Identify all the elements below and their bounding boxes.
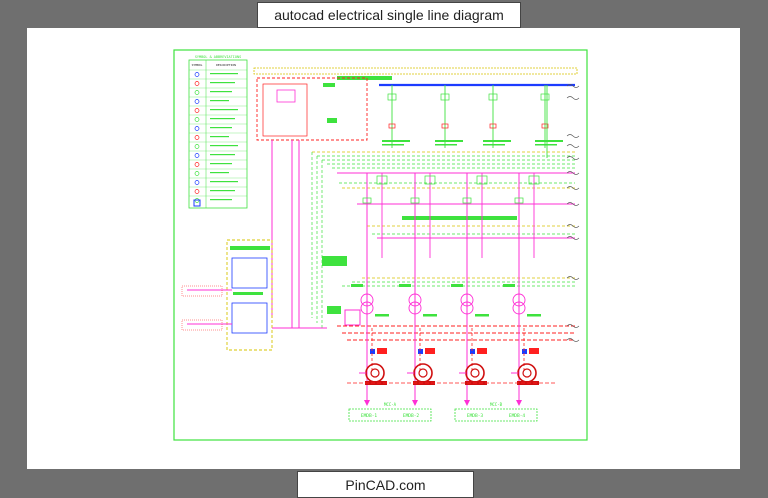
mcc-a-group: MCC-A EMDB-1 EMDB-2 xyxy=(348,402,432,422)
mcc-b-group: MCC-B EMDB-3 EMDB-4 xyxy=(454,402,538,422)
single-line-diagram: SYMBOL & ABBREVIATIONS SYMBOL DESCRIPTIO… xyxy=(173,49,588,441)
legend-col-symbol: SYMBOL xyxy=(192,63,203,67)
transformer-panel xyxy=(226,239,273,351)
control-block-2 xyxy=(327,306,341,314)
mcc-a-label: MCC-A xyxy=(384,402,397,407)
emdb-2-label: EMDB-2 xyxy=(403,413,420,419)
legend-col-description: DESCRIPTION xyxy=(216,63,236,67)
window-title: autocad electrical single line diagram xyxy=(257,2,521,28)
mcc-b-label: MCC-B xyxy=(490,402,503,407)
emdb-4-label: EMDB-4 xyxy=(509,413,526,419)
emdb-3-label: EMDB-3 xyxy=(467,413,484,419)
sheet-border xyxy=(173,49,588,441)
legend-title: SYMBOL & ABBREVIATIONS xyxy=(195,55,241,59)
site-footer: PinCAD.com xyxy=(297,471,474,498)
incomer-panel xyxy=(256,77,368,141)
drawing-canvas: SYMBOL & ABBREVIATIONS SYMBOL DESCRIPTIO… xyxy=(27,28,740,469)
control-block-1 xyxy=(322,256,347,266)
legend-table: SYMBOL & ABBREVIATIONS SYMBOL DESCRIPTIO… xyxy=(188,55,248,209)
emdb-1-label: EMDB-1 xyxy=(361,413,378,419)
